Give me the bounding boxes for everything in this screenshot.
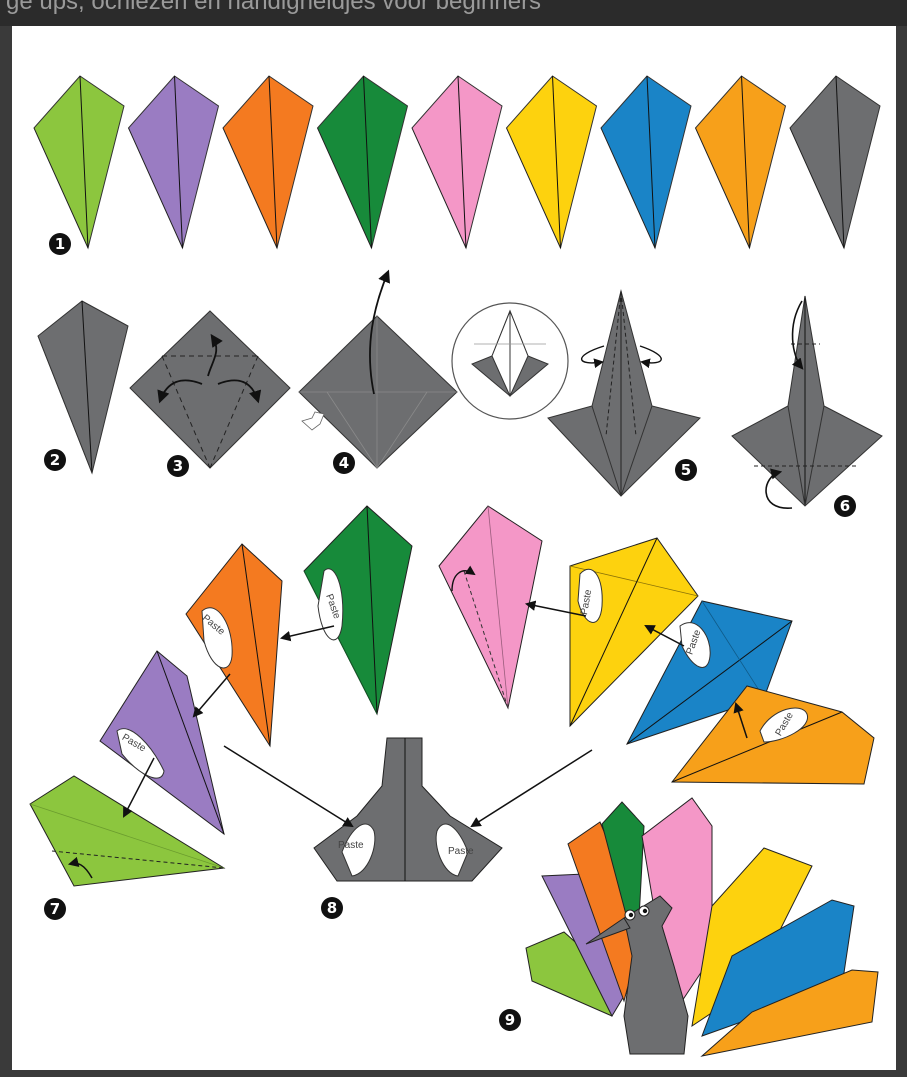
step-9-finished-peacock <box>526 798 878 1056</box>
page-header-text: ge ups, ochiezen en handigheidjes voor b… <box>6 0 541 16</box>
step-number-1: 1 <box>49 233 71 255</box>
step-number-5: 5 <box>675 459 697 481</box>
step-number-6: 6 <box>834 495 856 517</box>
step-4-detail-inset <box>452 303 568 419</box>
step-number-7: 7 <box>44 898 66 920</box>
step-8-assembled-body: Paste Paste <box>224 738 592 881</box>
kite-blue <box>601 76 691 248</box>
hand-pointer-icon <box>302 412 324 430</box>
kite-pink <box>412 76 502 248</box>
svg-text:5: 5 <box>681 461 691 479</box>
svg-text:6: 6 <box>840 497 850 515</box>
step-number-8: 8 <box>321 897 343 919</box>
step-7-feather-green: Paste <box>304 506 412 714</box>
svg-text:8: 8 <box>327 899 337 917</box>
origami-peacock-instruction-sheet: Paste Paste Paste <box>12 26 896 1070</box>
step-3-square-base <box>130 311 290 468</box>
step-6-long-kite <box>732 296 882 508</box>
page-header-strip: ge ups, ochiezen en handigheidjes voor b… <box>0 0 907 26</box>
instruction-diagram: Paste Paste Paste <box>12 26 896 1070</box>
svg-text:9: 9 <box>505 1011 515 1029</box>
kite-orange-red <box>223 76 313 248</box>
svg-text:2: 2 <box>50 451 60 469</box>
step-2-gray-kite <box>38 301 128 473</box>
kite-gray <box>790 76 880 248</box>
kite-yellow <box>507 76 597 248</box>
step-number-2: 2 <box>44 449 66 471</box>
svg-text:7: 7 <box>50 900 60 918</box>
step-1-colored-kites <box>34 76 880 248</box>
kite-purple <box>129 76 219 248</box>
step-4-diamond <box>299 272 457 468</box>
kite-green <box>318 76 408 248</box>
step-number-9: 9 <box>499 1009 521 1031</box>
paste-label: Paste <box>448 846 474 857</box>
svg-text:1: 1 <box>55 235 65 253</box>
step-number-4: 4 <box>333 452 355 474</box>
svg-text:4: 4 <box>339 454 349 472</box>
kite-orange <box>696 76 786 248</box>
kite-lime <box>34 76 124 248</box>
step-7-feather-pink <box>439 506 542 708</box>
svg-text:3: 3 <box>173 457 183 475</box>
paste-label: Paste <box>338 840 364 851</box>
step-number-3: 3 <box>167 455 189 477</box>
